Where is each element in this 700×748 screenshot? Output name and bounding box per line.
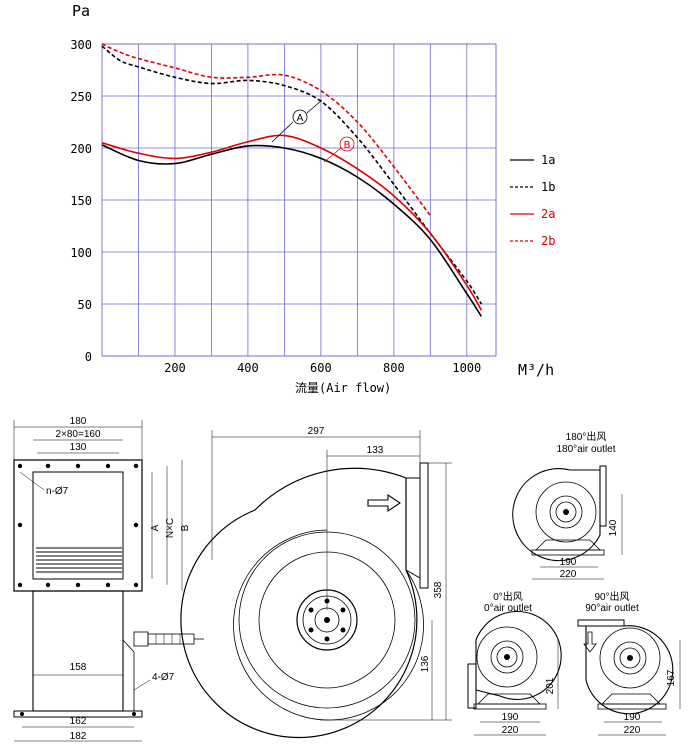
outlet-90-dim-190: 190: [624, 712, 641, 723]
motor-bolts: [308, 598, 346, 642]
motor-face: [296, 589, 358, 651]
outlet-180-dim-190: 190: [560, 557, 577, 568]
x-tick-label: 400: [237, 361, 259, 375]
impeller-blades: [36, 547, 122, 573]
holes-label: n-Ø7: [46, 486, 69, 497]
outlet-0-title-en: 0°air outlet: [484, 603, 532, 614]
y-tick-label: 50: [78, 298, 92, 312]
y-tick-label: 250: [70, 90, 92, 104]
outlet-0-dim-201: 201: [545, 677, 556, 694]
cable-gland: [133, 631, 204, 647]
legend-label-2a: 2a: [541, 207, 555, 221]
dim-2x80: 2×80=160: [55, 429, 100, 440]
outlet-90-dim-167: 167: [666, 669, 677, 686]
x-tick-label: 200: [164, 361, 186, 375]
base-plate: [13, 710, 143, 718]
y-tick-label: 0: [85, 350, 92, 364]
x-axis-label: 流量(Air flow): [295, 381, 391, 395]
annotation-b-label: B: [344, 140, 351, 151]
outlet-90-view: 90°出风 90°air outlet 167 190 220: [577, 590, 681, 736]
flange-holes: [17, 463, 139, 588]
series-line-2a: [101, 134, 483, 311]
x-tick-label: 800: [383, 361, 405, 375]
dim-162: 162: [70, 716, 87, 727]
front-view-drawing: 180 2×80=160 130 n-Ø7 A N×C: [13, 416, 204, 742]
dim-130: 130: [70, 442, 87, 453]
inlet-ring-mid: [258, 551, 396, 689]
annotation-a: A: [271, 99, 323, 143]
dim-358: 358: [433, 581, 444, 598]
x-tick-labels: 200 400 600 800 1000: [164, 361, 481, 375]
side-view-drawing: 297 133 358 136: [180, 426, 452, 739]
outlet-180-view: 180°出风 180°air outlet 140 190 220: [512, 430, 623, 580]
dim-297: 297: [308, 426, 325, 437]
volute-housing: [180, 467, 418, 739]
y-tick-label: 150: [70, 194, 92, 208]
y-tick-label: 100: [70, 246, 92, 260]
outlet-0-view: 0°出风 0°air outlet 201 190 220: [467, 590, 562, 736]
outlet-0-dim-220: 220: [502, 725, 519, 736]
label-a: A: [150, 524, 161, 531]
dim-133: 133: [367, 445, 384, 456]
housing-body: [32, 590, 124, 712]
dim-158: 158: [70, 662, 87, 673]
label-nxc: N×C: [165, 518, 176, 538]
series-line-1a: [101, 144, 483, 317]
y-tick-labels: 0 50 100 150 200 250 300: [70, 38, 92, 364]
x-tick-label: 1000: [452, 361, 481, 375]
outlet-90-dim-220: 220: [624, 725, 641, 736]
outlet-90-title-en: 90°air outlet: [585, 603, 639, 614]
series-line-1b: [101, 45, 483, 305]
outlet-0-title-cn: 0°出风: [493, 590, 523, 603]
y-tick-label: 200: [70, 142, 92, 156]
legend-label-1a: 1a: [541, 153, 555, 167]
outlet-90-title-cn: 90°出风: [594, 590, 629, 603]
chart-grid: [101, 43, 497, 357]
x-axis-unit: M³/h: [518, 361, 554, 379]
plot-frame: [101, 43, 497, 357]
outlet-opening: [32, 471, 124, 580]
outlet-180-dim-140: 140: [608, 519, 619, 536]
inlet-ring-outer: [238, 531, 416, 709]
performance-chart: 0 50 100 150 200 250 300 200 400 600 800 1000 Pa 流…: [70, 2, 555, 395]
legend-label-2b: 2b: [541, 234, 555, 248]
base-holes-label: 4-Ø7: [152, 672, 175, 683]
side-flange: [419, 462, 429, 589]
chart-legend: 1a 1b 2a 2b: [510, 153, 555, 248]
dim-180: 180: [70, 416, 87, 427]
outlet-180-title-en: 180°air outlet: [556, 444, 615, 455]
x-tick-label: 600: [310, 361, 332, 375]
outlet-180-dim-220: 220: [560, 569, 577, 580]
legend-label-1b: 1b: [541, 180, 555, 194]
chart-series: [101, 43, 483, 317]
label-b: B: [180, 524, 191, 531]
annotation-a-label: A: [297, 113, 304, 124]
dim-136: 136: [420, 655, 431, 672]
outlet-180-title-cn: 180°出风: [566, 430, 607, 443]
y-axis-label: Pa: [72, 2, 90, 20]
y-tick-label: 300: [70, 38, 92, 52]
outlet-0-dim-190: 190: [502, 712, 519, 723]
series-line-2b: [101, 43, 431, 217]
dim-182: 182: [70, 731, 87, 742]
annotation-b: B: [323, 136, 355, 163]
airflow-arrow: [367, 493, 401, 513]
